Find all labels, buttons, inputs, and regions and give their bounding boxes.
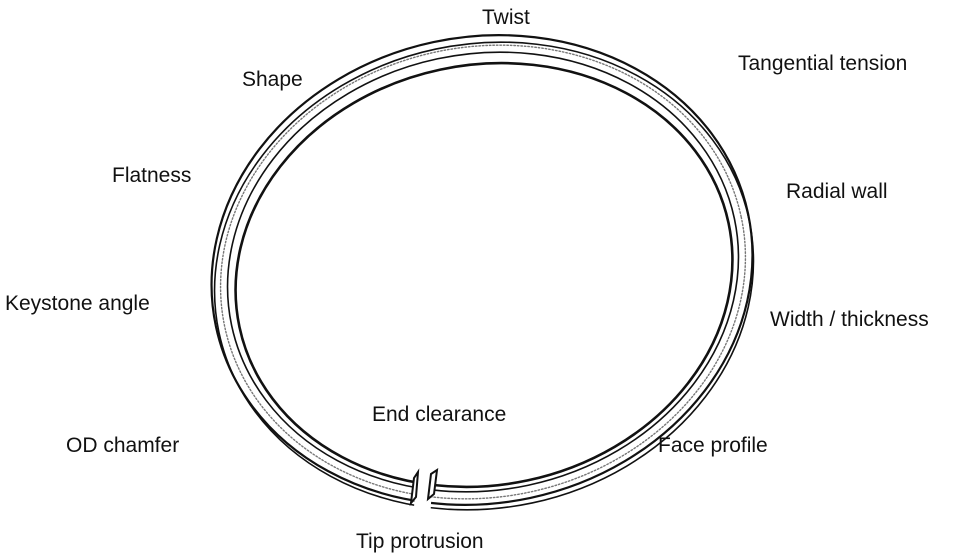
ring-right-end-face [426,467,439,502]
label-face-profile: Face profile [658,434,768,457]
ring-outer-lower-edge [213,41,755,511]
label-flatness: Flatness [112,164,192,187]
label-twist: Twist [482,6,530,29]
label-od-chamfer: OD chamfer [66,434,180,457]
ring-inner-edge [226,51,740,493]
label-tangential-tension: Tangential tension [738,52,908,75]
label-width-thickness: Width / thickness [770,308,929,331]
label-radial-wall: Radial wall [786,180,888,203]
ring-inner-lower-edge [234,61,734,489]
label-end-clearance: End clearance [372,403,507,426]
label-tip-protrusion: Tip protrusion [356,530,484,553]
label-keystone-angle: Keystone angle [5,292,150,315]
label-shape: Shape [242,68,303,91]
ring-dotted-band [219,44,747,500]
ring-left-end-face [409,468,420,507]
